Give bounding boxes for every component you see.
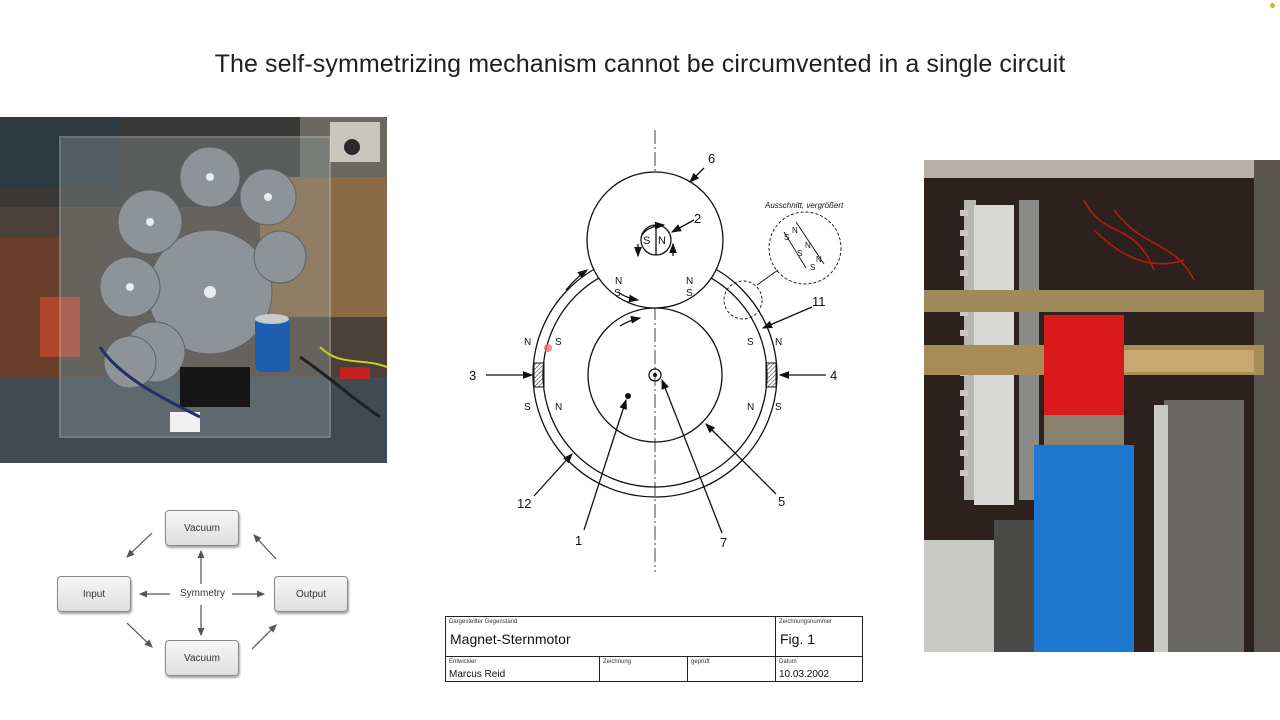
output-box: Output (274, 576, 348, 612)
gear-machine-photo (0, 117, 387, 463)
pole-n-smallmagnet-left: S (643, 235, 650, 247)
pole-n-smallmagnet-right: N (658, 235, 666, 247)
date-cell: Datum 10.03.2002 (776, 657, 862, 681)
slide-title: The self-symmetrizing mechanism cannot b… (214, 50, 1066, 78)
arrow-input-to-vacuum-bottom (126, 622, 153, 648)
drawing-number-cell: Zeichnungsnummer Fig. 1 (776, 617, 862, 657)
part-number-6: 6 (708, 151, 715, 166)
pole-label: S (555, 337, 562, 348)
inset-pole: N (805, 241, 811, 250)
inset-pole: S (810, 263, 815, 272)
inset-pole: S (797, 249, 802, 258)
part-number-7: 7 (720, 535, 727, 550)
developer-cell: Entwickler Marcus Reid (446, 657, 600, 681)
detail-circle-small (723, 280, 763, 320)
object-label: Dargestellter Gegenstand (449, 619, 518, 625)
pole-label: N (747, 402, 754, 413)
magnet-shaft-photo (924, 160, 1280, 652)
arrow-vacuum-top-to-input (126, 532, 153, 558)
pole-label: S (524, 402, 531, 413)
status-dot (1270, 3, 1275, 8)
part-number-2: 2 (694, 211, 701, 226)
part-number-1: 1 (575, 533, 582, 548)
magnet-star-motor-drawing: S N N N S S N S S N S N N S N S N S N S (440, 120, 860, 580)
part-number-5: 5 (778, 494, 785, 509)
center-dot (653, 373, 657, 377)
pole-label: N (555, 402, 562, 413)
symmetry-flow-diagram: Vacuum Input Output Vacuum Symmetry (40, 495, 370, 695)
object-value: Magnet-Sternmotor (450, 631, 571, 647)
magnet-right (765, 362, 777, 388)
object-cell: Dargestellter Gegenstand Magnet-Sternmot… (446, 617, 776, 657)
inset-pole: S (784, 233, 789, 242)
pole-label: N (775, 337, 782, 348)
pole-label: N (524, 337, 531, 348)
arrow-output-to-vacuum-top (253, 534, 277, 560)
part-number-11: 11 (812, 294, 826, 309)
shaft (648, 368, 662, 382)
checked-label: geprüft (691, 659, 710, 665)
symmetry-label: Symmetry (180, 588, 225, 599)
checked-cell: geprüft (688, 657, 776, 681)
date-label: Datum (779, 659, 797, 665)
pole-label: N (686, 276, 693, 287)
pole-label: S (775, 402, 782, 413)
pole-label: S (686, 288, 693, 299)
rotor-pin (625, 393, 631, 399)
part-number-4: 4 (830, 368, 837, 383)
developer-value: Marcus Reid (449, 669, 506, 680)
pole-label: N (615, 276, 622, 287)
pole-label: S (614, 288, 621, 299)
vacuum-bottom-box: Vacuum (165, 640, 239, 676)
magnet-left (533, 362, 545, 388)
drawing-label: Zeichnung (603, 659, 632, 665)
arrow-vacuum-bottom-to-output (251, 624, 277, 650)
part-number-12: 12 (517, 496, 531, 511)
drawing-cell: Zeichnung (600, 657, 688, 681)
part-number-3: 3 (469, 368, 476, 383)
input-box: Input (57, 576, 131, 612)
planet-gear (586, 171, 724, 309)
inset-caption: Ausschnitt, vergrößert (764, 201, 844, 210)
red-marker (544, 344, 552, 352)
drawing-number-value: Fig. 1 (780, 631, 816, 647)
vacuum-top-box: Vacuum (165, 510, 239, 546)
date-value: 10.03.2002 (779, 669, 830, 680)
drawing-number-label: Zeichnungsnummer (779, 619, 833, 625)
drawing-title-block: Dargestellter Gegenstand Magnet-Sternmot… (445, 616, 863, 682)
developer-label: Entwickler (449, 659, 477, 665)
inset-pole: N (792, 226, 798, 235)
inset-pole: N (816, 255, 822, 264)
pole-label: S (747, 337, 754, 348)
detail-circle-large (768, 211, 842, 285)
